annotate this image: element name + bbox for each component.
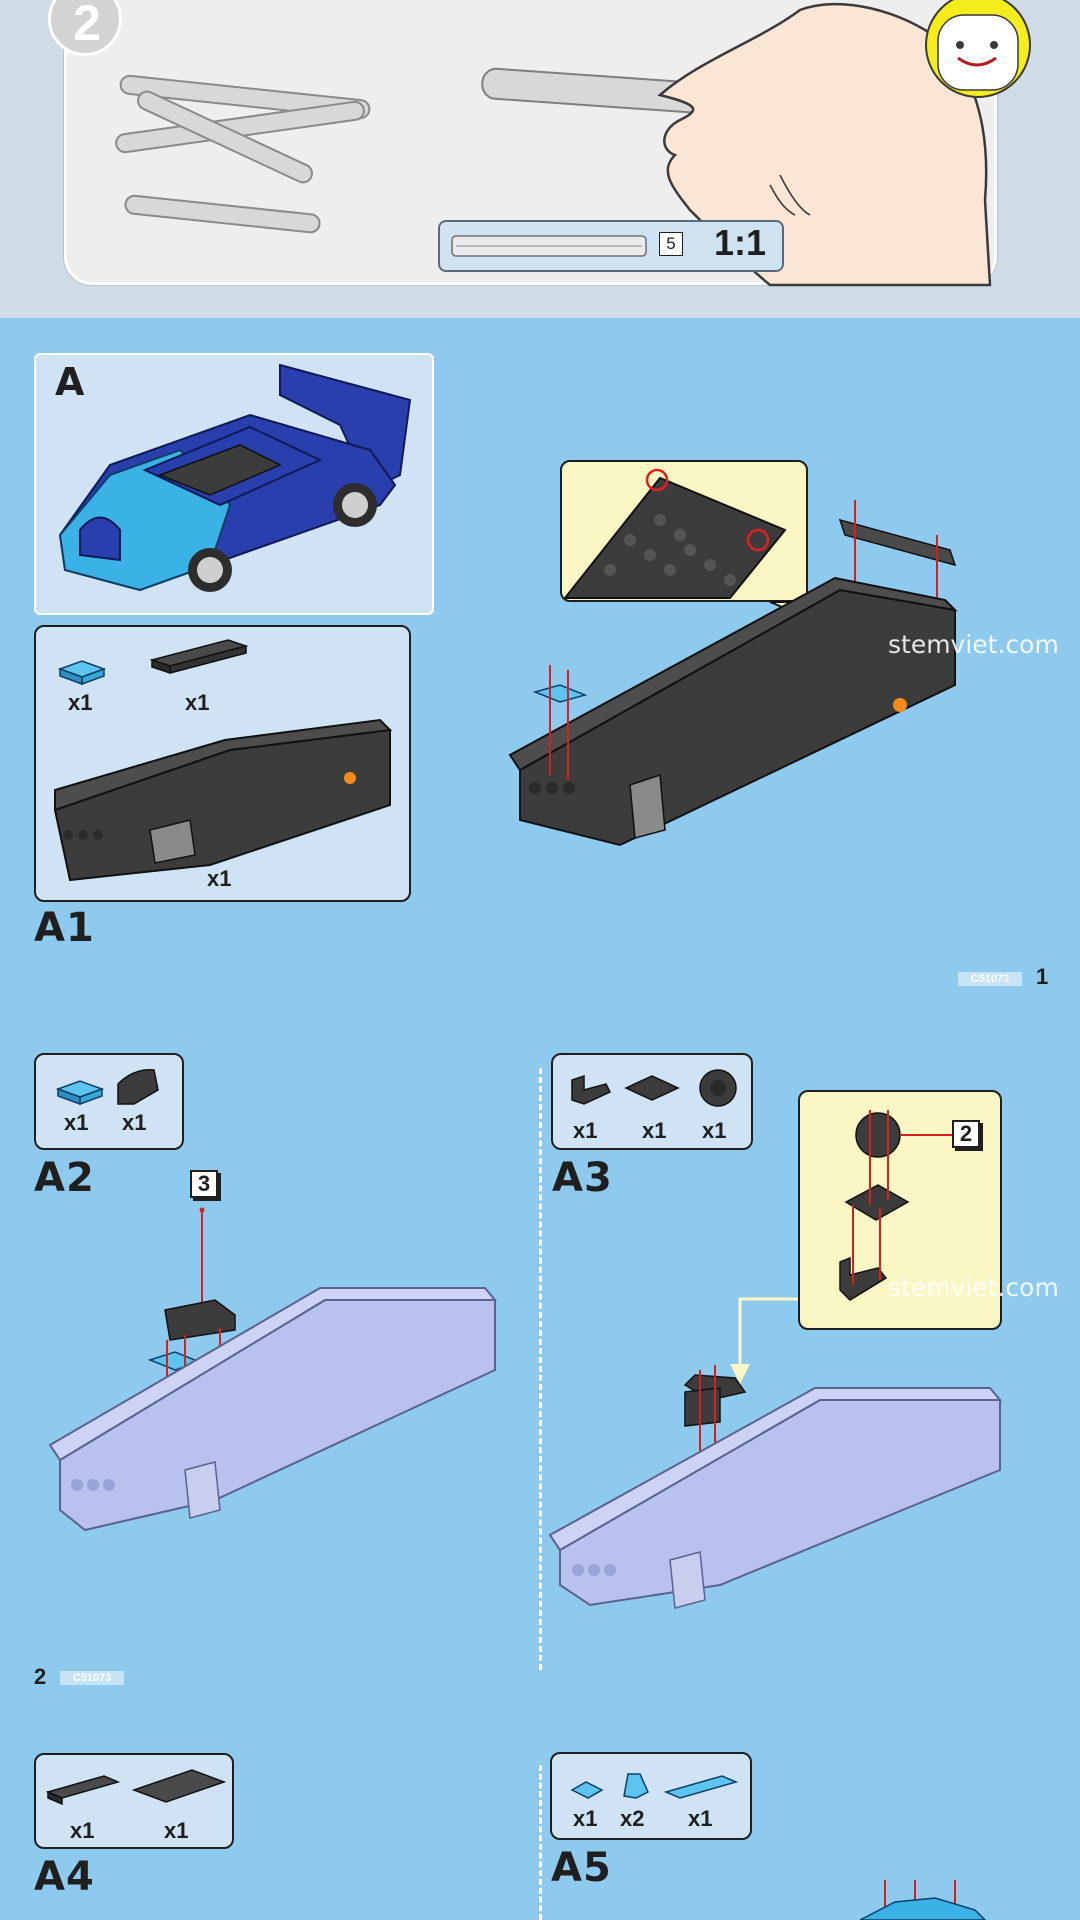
page-divider — [539, 1765, 542, 1920]
a2-assembly-illustration — [48, 1207, 498, 1532]
part-dark-plate-round-icon — [624, 1075, 680, 1101]
callout-tag: 3 — [190, 1170, 218, 1198]
scale-axle-drawing — [451, 235, 647, 257]
part-light-blue-plate-icon — [57, 660, 107, 686]
part-qty: x1 — [702, 1118, 727, 1143]
part-qty: x1 — [573, 1118, 598, 1143]
part-qty: x1 — [642, 1118, 667, 1143]
part-dark-plate-wide-icon — [131, 1769, 227, 1803]
step-label-a5: A5 — [551, 1845, 612, 1891]
part-qty: x1 — [122, 1110, 147, 1135]
part-dark-plate-icon — [149, 639, 249, 675]
callout-tag: 2 — [952, 1120, 980, 1148]
a3-assembly-illustration — [548, 1365, 1003, 1609]
part-qty: x2 — [620, 1806, 645, 1831]
callout-pointer-arrow — [730, 1297, 798, 1384]
part-dark-dish-icon — [699, 1069, 737, 1107]
intro-step-number: 2 — [73, 0, 101, 51]
part-light-blue-plate-icon — [55, 1080, 105, 1106]
step-label-a3: A3 — [552, 1155, 613, 1201]
step-label-a4: A4 — [34, 1854, 95, 1900]
set-label: A — [55, 360, 86, 404]
a5-assembly-partial-illustration — [859, 1880, 987, 1920]
part-qty: x1 — [70, 1818, 95, 1843]
chassis-base-illustration — [53, 718, 393, 882]
page-number: 2 — [34, 1664, 47, 1689]
parts-box-a4 — [34, 1753, 234, 1849]
base-qty: x1 — [207, 866, 232, 891]
part-qty: x1 — [688, 1806, 713, 1831]
part-qty: x1 — [64, 1110, 89, 1135]
part-qty: x1 — [573, 1806, 598, 1831]
hand-illustration — [657, 2, 992, 287]
part-qty: x1 — [185, 690, 210, 715]
finished-car-illustration — [58, 363, 412, 592]
part-light-blue-tile-icon — [570, 1781, 604, 1799]
scale-ratio: 1:1 — [714, 222, 767, 263]
product-code: C51073 — [958, 972, 1022, 986]
parts-box-a2 — [34, 1053, 184, 1150]
part-dark-slope-icon — [117, 1069, 159, 1105]
product-code: C51073 — [60, 1671, 124, 1685]
part-dark-bracket-icon — [571, 1074, 612, 1105]
a1-assembly-illustration — [508, 500, 958, 847]
watermark: stemviet.com — [888, 630, 1059, 659]
minifig-head-icon — [925, 0, 1031, 98]
step-label-a1: A1 — [34, 905, 95, 951]
part-qty: x1 — [164, 1818, 189, 1843]
part-light-blue-slope-icon — [623, 1773, 649, 1799]
part-light-blue-plate-long-icon — [663, 1775, 739, 1799]
callout-a3-drawing — [839, 1110, 958, 1301]
page-divider — [539, 1068, 542, 1670]
part-dark-plate-icon — [45, 1775, 121, 1806]
callout-a1-drawing — [562, 468, 851, 636]
watermark: stemviet.com — [888, 1273, 1059, 1302]
step-label-a2: A2 — [34, 1155, 95, 1201]
page-number: 1 — [1036, 964, 1049, 989]
scale-length-badge: 5 — [659, 232, 683, 256]
part-qty: x1 — [68, 690, 93, 715]
